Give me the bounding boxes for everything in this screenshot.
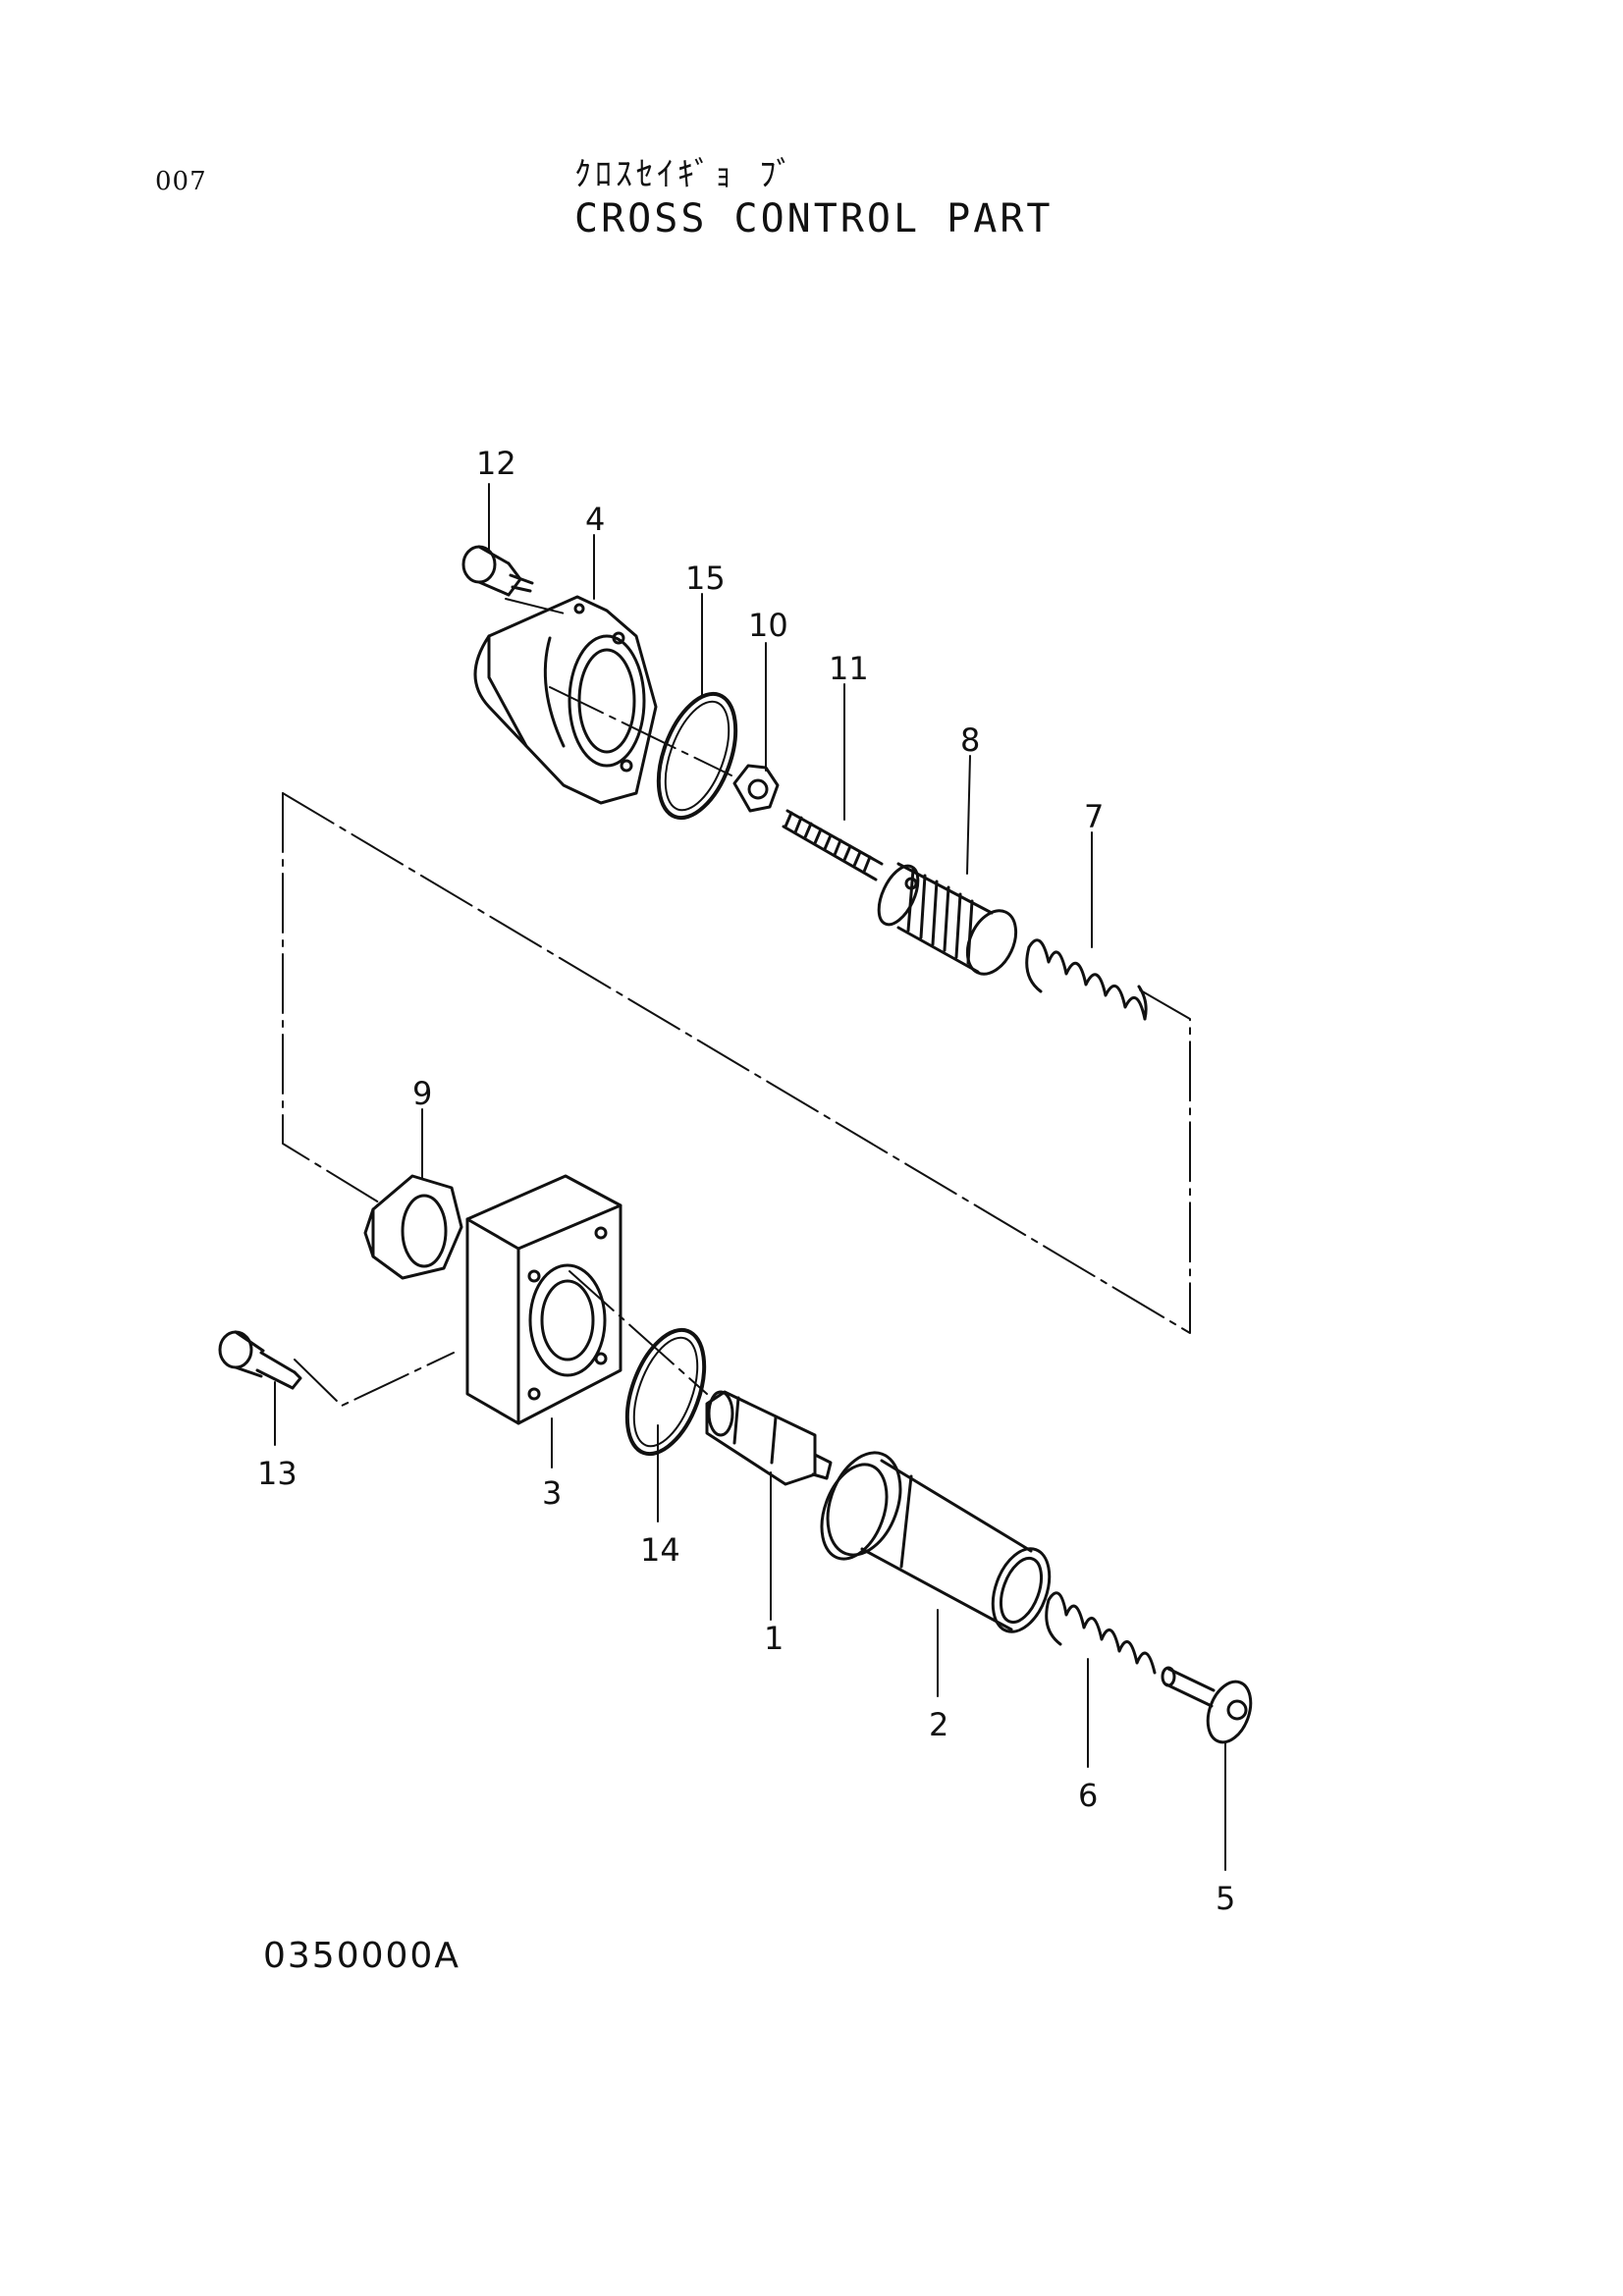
part-8-threaded-sleeve — [877, 862, 1018, 976]
callout-14: 14 — [640, 1531, 680, 1569]
callout-10: 10 — [748, 607, 788, 644]
callout-5: 5 — [1216, 1880, 1235, 1917]
part-7-spring — [1025, 938, 1148, 1021]
callout-labels: 12 4 15 10 11 8 7 9 3 13 14 1 2 6 5 — [257, 445, 1235, 1917]
part-12-cap-screw — [461, 545, 534, 597]
callout-1: 1 — [764, 1620, 784, 1657]
part-13-cap-screw — [218, 1330, 302, 1390]
part-11-threaded-rod — [782, 809, 884, 881]
part-14-o-ring — [624, 1327, 707, 1457]
callout-2: 2 — [929, 1706, 948, 1743]
leader-lines — [274, 483, 1226, 1871]
callout-13: 13 — [257, 1455, 298, 1492]
part-5-poppet — [1161, 1666, 1253, 1744]
callout-8: 8 — [960, 721, 980, 759]
part-10-nut — [732, 764, 780, 813]
part-3-valve-body — [465, 1174, 622, 1425]
title-english: CROSS CONTROL PART — [574, 196, 1054, 241]
callout-3: 3 — [542, 1474, 562, 1512]
callout-9: 9 — [412, 1075, 432, 1112]
callout-12: 12 — [476, 445, 516, 482]
drawing-code: 0350000A — [263, 1936, 460, 1976]
part-15-o-ring — [656, 691, 738, 821]
part-4-cover — [473, 595, 658, 805]
title-japanese: ｸﾛｽｾｲｷﾞｮ ﾌﾞ — [574, 155, 797, 194]
callout-11: 11 — [829, 650, 869, 687]
part-2-sleeve — [820, 1451, 1052, 1633]
part-9-lock-nut — [363, 1174, 463, 1280]
callout-4: 4 — [585, 501, 605, 538]
part-1-pilot-spool — [705, 1390, 833, 1486]
callout-15: 15 — [685, 560, 726, 597]
callout-7: 7 — [1084, 798, 1104, 835]
part-6-spring — [1045, 1591, 1157, 1675]
page-number: 007 — [155, 167, 207, 196]
callout-6: 6 — [1078, 1777, 1098, 1814]
